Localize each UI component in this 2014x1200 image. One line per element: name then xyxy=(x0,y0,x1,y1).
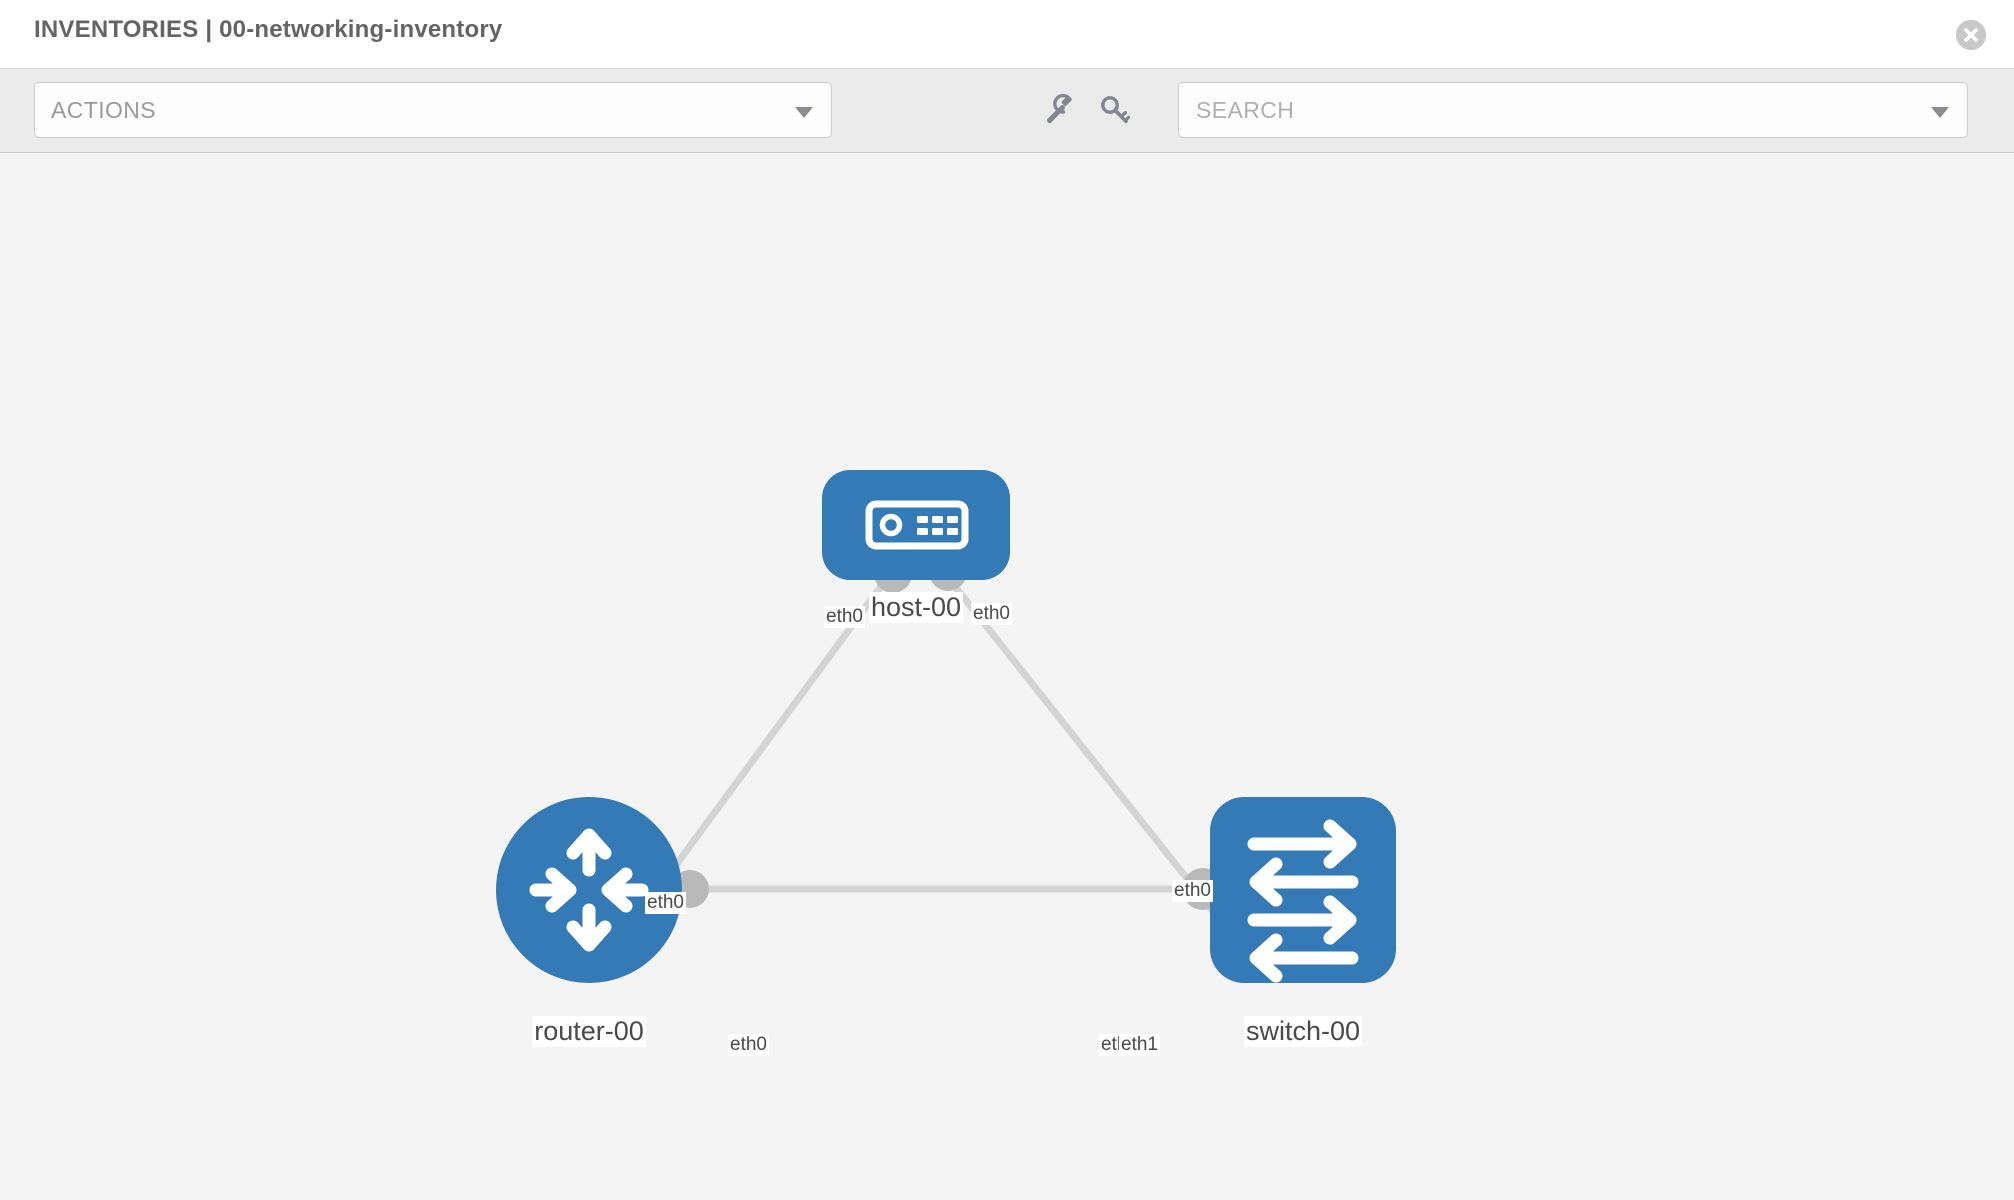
edge-label: eth0 xyxy=(1172,880,1213,902)
edge-label: eth0 xyxy=(728,1034,769,1056)
chevron-down-icon xyxy=(1931,107,1949,118)
toolbar: ACTIONS SEARCH xyxy=(0,68,2014,153)
actions-dropdown[interactable]: ACTIONS xyxy=(34,82,832,138)
topology-graph xyxy=(496,470,1396,983)
key-icon[interactable] xyxy=(1098,93,1132,127)
wrench-icon[interactable] xyxy=(1043,93,1077,127)
topology-canvas[interactable]: eth0 eth0 eth0 eth0 eth0 eth0 eth1 host-… xyxy=(0,154,2014,1200)
actions-dropdown-label: ACTIONS xyxy=(51,97,157,123)
node-router-00[interactable] xyxy=(496,797,682,983)
close-icon[interactable] xyxy=(1956,20,1986,50)
search-placeholder: SEARCH xyxy=(1196,97,1295,123)
chevron-down-icon xyxy=(795,107,813,118)
page-header: INVENTORIES | 00-networking-inventory xyxy=(0,0,2014,68)
edge-label: eth0 xyxy=(824,606,865,628)
page-title: INVENTORIES | 00-networking-inventory xyxy=(34,16,503,43)
node-label-router-00: router-00 xyxy=(532,1016,646,1047)
node-label-switch-00: switch-00 xyxy=(1243,1016,1363,1047)
edge-label: eth1 xyxy=(1119,1034,1160,1056)
edge-label: eth0 xyxy=(971,603,1012,625)
search-input[interactable]: SEARCH xyxy=(1178,82,1968,138)
node-host-00[interactable] xyxy=(822,470,1010,580)
node-switch-00[interactable] xyxy=(1210,797,1396,983)
edge-label: eth0 xyxy=(645,892,686,914)
edge-host-router xyxy=(637,571,893,917)
node-label-host-00: host-00 xyxy=(868,592,964,623)
